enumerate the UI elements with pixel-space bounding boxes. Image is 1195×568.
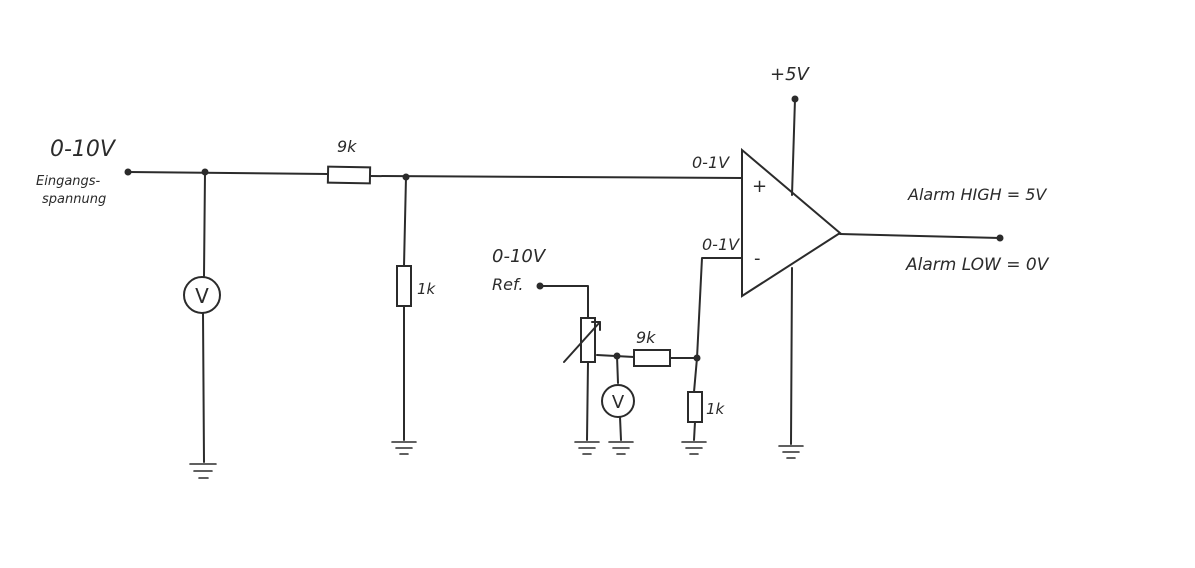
minus-input-wire [696,257,743,359]
resistor-r2 [396,265,412,307]
input-wire-left [127,171,329,175]
input-wire-right [369,175,743,179]
ground-2 [391,441,417,455]
pot-wire-bottom [586,361,589,441]
resistor-r4-label: 1k [706,400,726,418]
opamp-plus-input-label: 0-1V [692,153,730,172]
input-range-label: 0-10V [50,137,117,162]
alarm-low-label: Alarm LOW = 0V [905,255,1050,275]
ref-range-label: 0-10V [492,246,547,267]
ref-wire [539,285,589,319]
resistor-r4 [687,391,703,423]
supply-wire [791,98,796,196]
meter2-wire-top [616,355,619,384]
voltmeter-2: V [601,384,635,418]
voltmeter-2-label: V [612,392,625,413]
ground-1 [189,463,217,479]
supply-label: +5V [770,64,811,85]
meter1-wire-bottom [202,312,205,463]
opamp-triangle [741,147,842,298]
meter2-wire-bottom [619,416,622,441]
resistor-r1 [326,165,372,185]
potentiometer [563,317,601,363]
ground-4 [608,441,634,455]
r2-wire-top [403,176,407,267]
resistor-r3-label: 9k [636,328,656,347]
alarm-high-label: Alarm HIGH = 5V [907,185,1047,204]
opamp-minus-input-label: 0-1V [702,235,740,254]
meter1-wire-top [203,171,206,277]
output-terminal [996,234,1004,242]
ground-6 [778,445,804,459]
r4-wire-bottom [693,421,696,441]
input-desc-line2: spannung [42,192,106,207]
opamp-minus-sign: - [754,248,761,269]
ground-5 [681,441,707,455]
resistor-r3 [633,349,671,367]
ground-3 [574,441,600,455]
resistor-r2-label: 1k [417,280,437,298]
resistor-r1-label: 9k [337,137,357,156]
opamp-plus-sign: + [752,176,767,197]
opamp-ground-wire [790,267,793,445]
r4-wire-top [693,357,698,393]
ref-label: Ref. [492,275,523,294]
output-wire [839,233,1001,239]
voltmeter-1-label: V [195,284,209,308]
input-desc-line1: Eingangs- [36,174,101,189]
voltmeter-1: V [183,276,221,314]
